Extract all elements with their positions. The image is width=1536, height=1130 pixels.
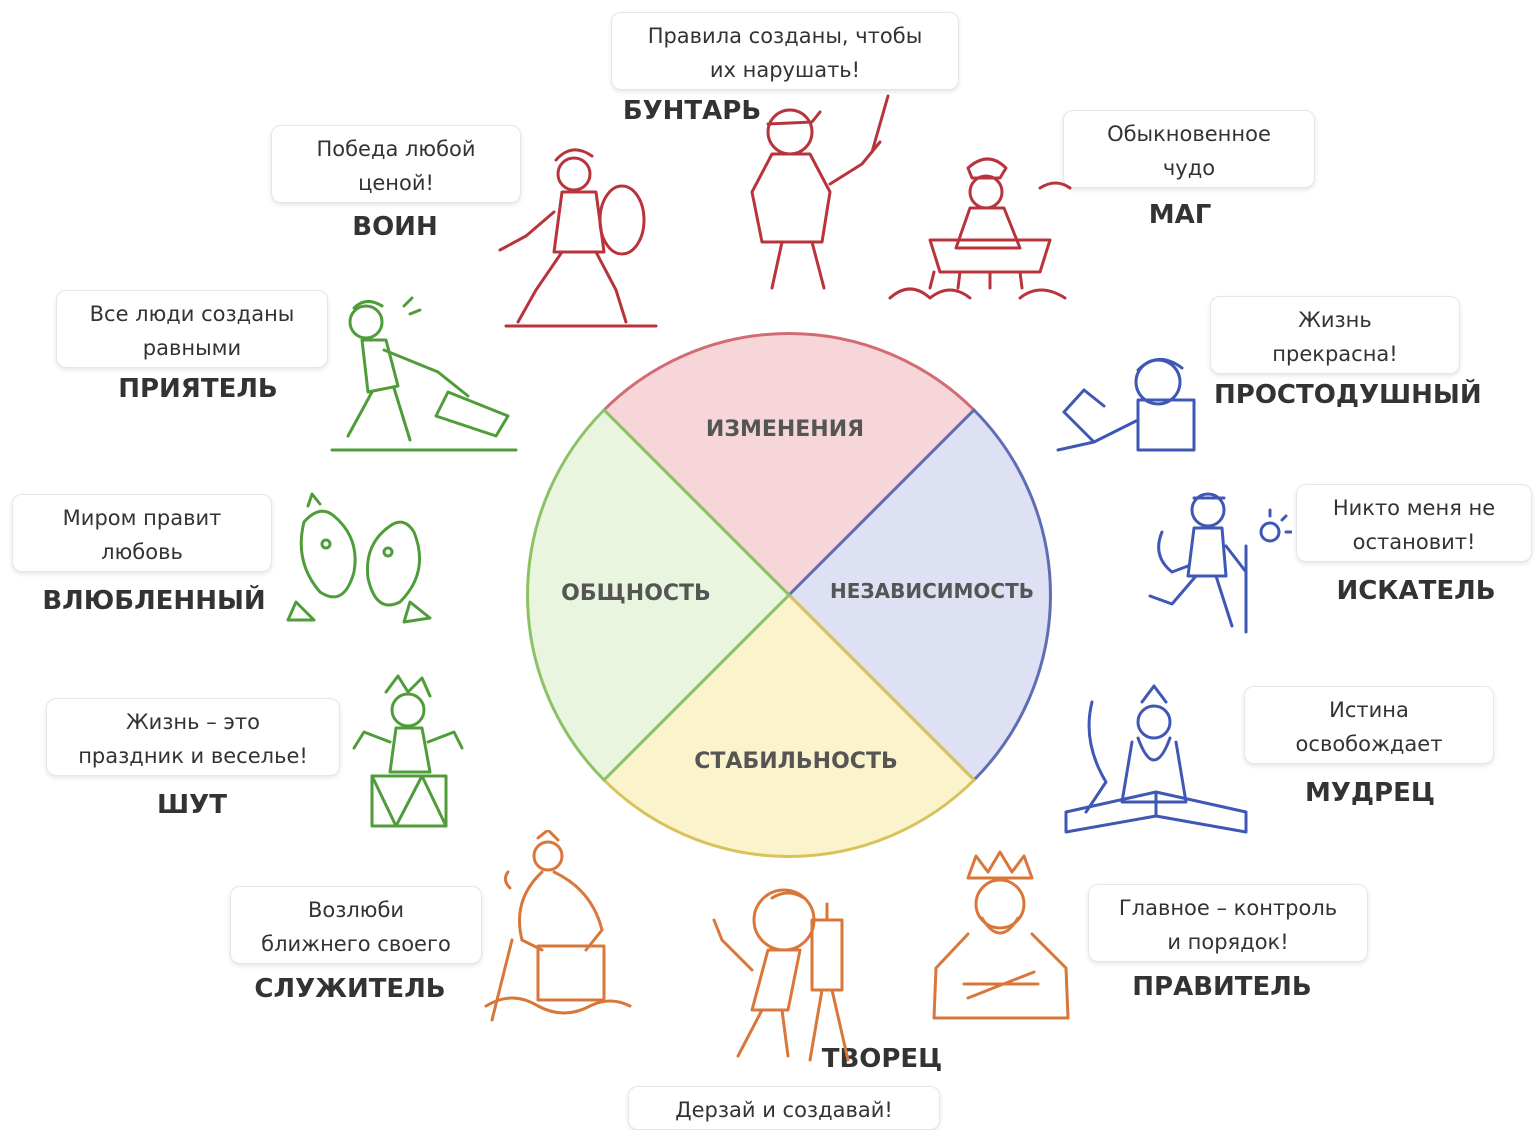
magician-figure-icon <box>888 157 1072 300</box>
archetype-name-jester: ШУТ <box>157 790 227 820</box>
sector-change-shape <box>601 332 977 598</box>
quote-bubble-warrior: Победа любой ценой! <box>271 125 521 203</box>
sector-independence-shape <box>786 407 1052 783</box>
quote-bubble-innocent: Жизнь прекрасна! <box>1210 296 1460 374</box>
archetype-name-everyman: ПРИЯТЕЛЬ <box>118 374 278 404</box>
lover-figure-icon <box>286 492 432 624</box>
sector-stability-label: СТАБИЛЬНОСТЬ <box>694 749 897 774</box>
quote-bubble-rebel: Правила созданы, чтобы их нарушать! <box>611 12 959 90</box>
archetype-name-innocent: ПРОСТОДУШНЫЙ <box>1214 380 1482 410</box>
archetype-name-creator: ТВОРЕЦ <box>821 1044 943 1074</box>
quote-bubble-explorer: Никто меня не остановит! <box>1296 484 1532 562</box>
warrior-figure-icon <box>498 148 658 328</box>
sector-community: ОБЩНОСТЬ <box>526 407 792 783</box>
sector-community-label: ОБЩНОСТЬ <box>561 581 711 606</box>
archetype-name-sage: МУДРЕЦ <box>1304 778 1435 808</box>
creator-figure-icon <box>712 888 850 1062</box>
sector-community-shape <box>526 407 792 783</box>
quote-bubble-ruler: Главное – контроль и порядок! <box>1088 884 1368 962</box>
quote-bubble-caregiver: Возлюби ближнего своего <box>230 886 482 964</box>
sector-change: ИЗМЕНЕНИЯ <box>601 332 977 598</box>
ruler-figure-icon <box>932 850 1070 1020</box>
explorer-figure-icon <box>1148 492 1292 634</box>
archetype-name-caregiver: СЛУЖИТЕЛЬ <box>254 974 446 1004</box>
everyman-figure-icon <box>330 296 518 452</box>
archetype-name-ruler: ПРАВИТЕЛЬ <box>1132 972 1312 1002</box>
rebel-figure-icon <box>750 94 890 290</box>
sector-stability-shape <box>601 592 977 858</box>
archetype-name-explorer: ИСКАТЕЛЬ <box>1336 576 1496 606</box>
archetype-name-rebel: БУНТАРЬ <box>622 96 762 126</box>
quote-bubble-sage: Истина освобождает <box>1244 686 1494 764</box>
quote-bubble-magician: Обыкновенное чудо <box>1063 110 1315 188</box>
sector-stability: СТАБИЛЬНОСТЬ <box>601 592 977 858</box>
sector-independence: НЕЗАВИСИМОСТЬ <box>786 407 1052 783</box>
archetype-name-warrior: ВОИН <box>352 212 438 242</box>
sector-change-label: ИЗМЕНЕНИЯ <box>706 417 864 442</box>
quote-bubble-jester: Жизнь – это праздник и веселье! <box>46 698 340 776</box>
jester-figure-icon <box>352 674 464 828</box>
archetype-name-lover: ВЛЮБЛЕННЫЙ <box>42 586 266 616</box>
quote-bubble-creator: Дерзай и создавай! <box>628 1086 940 1130</box>
sage-figure-icon <box>1064 684 1248 834</box>
quote-bubble-lover: Миром правит любовь <box>12 494 272 572</box>
sector-independence-label: НЕЗАВИСИМОСТЬ <box>830 579 1034 603</box>
archetype-name-magician: МАГ <box>1148 200 1212 230</box>
quote-bubble-everyman: Все люди созданы равными <box>56 290 328 368</box>
innocent-figure-icon <box>1056 358 1196 452</box>
caregiver-figure-icon <box>484 830 632 1022</box>
